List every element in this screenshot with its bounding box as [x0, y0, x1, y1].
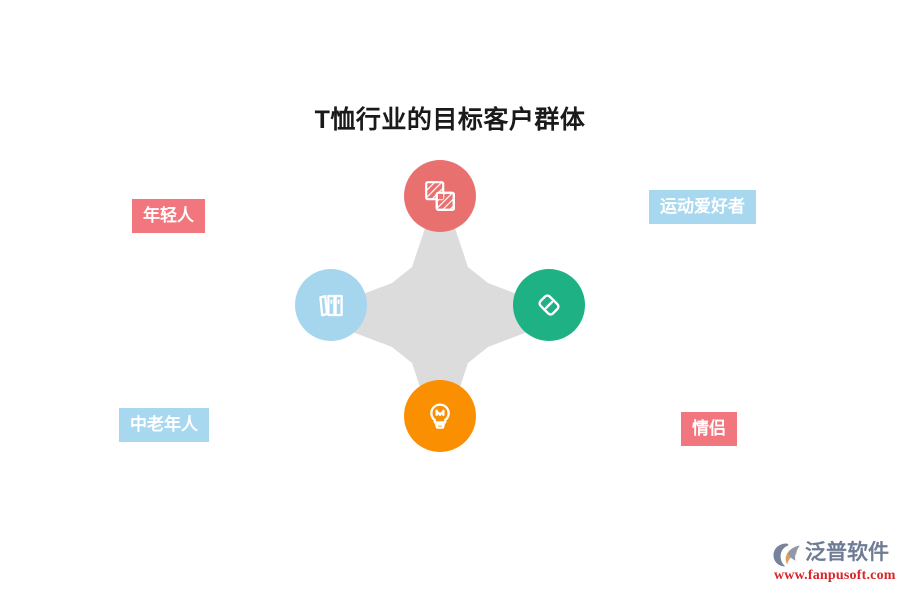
label-sports-lovers: 运动爱好者	[649, 190, 756, 224]
fanpu-logo-mark	[773, 543, 800, 567]
node-right[interactable]	[513, 269, 585, 341]
watermark-logo: 泛普软件 www.fanpusoft.com	[772, 540, 895, 588]
page-title: T恤行业的目标客户群体	[314, 106, 586, 134]
label-young-people: 年轻人	[132, 199, 205, 233]
books-icon	[315, 289, 347, 321]
lightbulb-icon	[424, 400, 456, 432]
node-left[interactable]	[295, 269, 367, 341]
label-middle-aged: 中老年人	[119, 408, 209, 442]
brand-url: www.fanpusoft.com	[774, 568, 896, 583]
node-top[interactable]	[404, 160, 476, 232]
copy-layers-icon	[423, 179, 457, 213]
brand-name: 泛普软件	[805, 541, 889, 564]
hub-diagram	[280, 155, 600, 475]
label-couples: 情侣	[681, 412, 737, 446]
star-connector-shape	[308, 183, 572, 447]
chain-link-icon	[532, 288, 566, 322]
node-bottom[interactable]	[404, 380, 476, 452]
